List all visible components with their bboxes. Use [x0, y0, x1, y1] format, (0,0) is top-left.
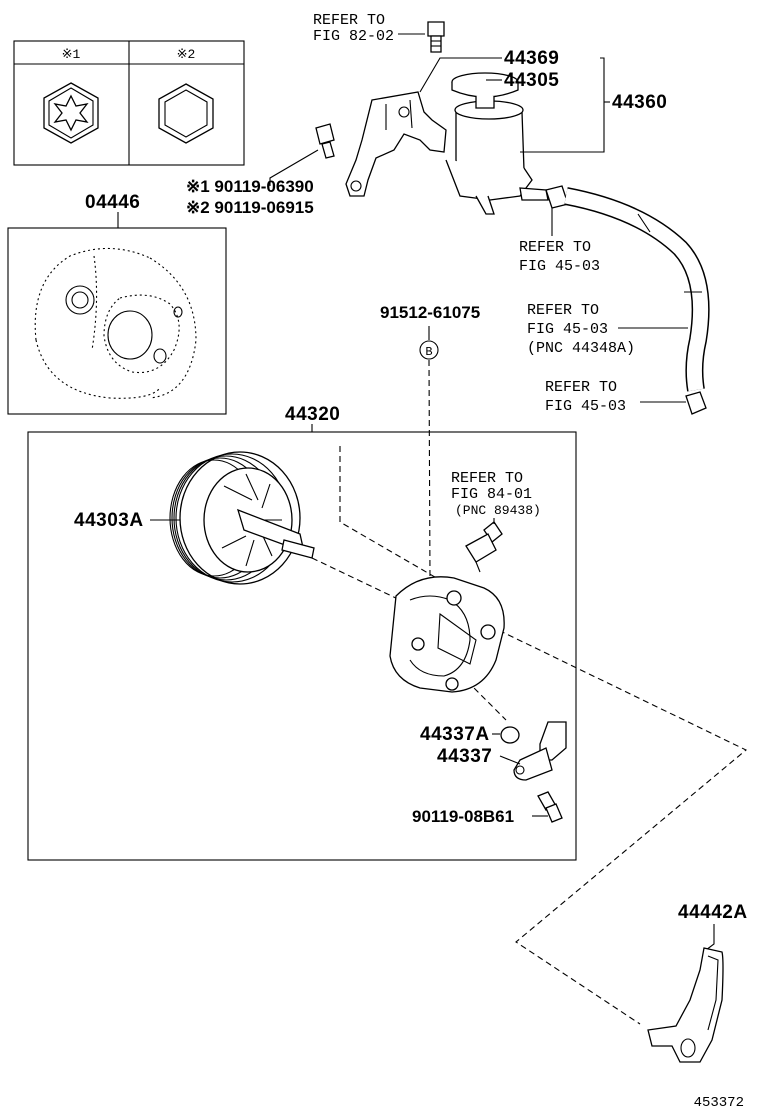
refer-line-3: (PNC 44348A): [527, 340, 635, 357]
refer-line-2: FIG 45-03: [545, 398, 626, 415]
part-44442A-label[interactable]: 44442A: [678, 902, 748, 923]
part-44369-label[interactable]: 44369: [504, 48, 559, 69]
part-44360-label[interactable]: 44360: [612, 92, 667, 113]
gasket-kit-box: [7, 227, 227, 415]
figure-number: 453372: [694, 1095, 744, 1111]
refer-fig-84-01-label[interactable]: REFER TO FIG 84-01 (PNC 89438): [451, 470, 541, 518]
part-44305-label[interactable]: 44305: [504, 70, 559, 91]
refer-line-1: REFER TO: [527, 302, 599, 319]
bolt-head-table: ※1 ※2: [13, 40, 245, 166]
table-col2-label: ※2: [177, 47, 196, 62]
refer-line-1: REFER TO: [451, 470, 523, 487]
union-bolt-icon: [537, 791, 563, 823]
hex-bolt-head-icon: [158, 83, 214, 144]
refer-fig-45-03-c-label[interactable]: REFER TO FIG 45-03: [545, 379, 626, 415]
refer-line-2: FIG 82-02: [313, 28, 394, 45]
pressure-switch: [465, 521, 503, 573]
refer-line-3: (PNC 89438): [455, 503, 541, 518]
part-44320-label[interactable]: 44320: [285, 404, 340, 425]
pump-assembly-box: [27, 431, 577, 861]
reservoir-bolt-icon: [427, 21, 445, 53]
o-ring: [500, 726, 520, 744]
marker-b-circle: B: [419, 340, 439, 360]
refer-line-1: REFER TO: [545, 379, 617, 396]
table-col1-label: ※1: [62, 47, 81, 62]
bracket-bolt-icon: [315, 123, 335, 159]
reservoir-bracket: [345, 91, 447, 197]
refer-fig-82-02-label[interactable]: REFER TO FIG 82-02: [313, 12, 394, 45]
refer-fig-45-03-a-label[interactable]: REFER TO FIG 45-03: [519, 239, 600, 275]
refer-line-2: FIG 84-01: [451, 486, 532, 503]
torx-bolt-head-icon: [43, 82, 99, 144]
pressure-union: [513, 721, 567, 781]
refer-line-2: FIG 45-03: [519, 258, 600, 275]
reservoir-tank: [445, 100, 549, 215]
part-44337A-label[interactable]: 44337A: [420, 724, 490, 745]
part-91512-61075-label[interactable]: 91512-61075: [380, 303, 480, 322]
part-04446-label[interactable]: 04446: [85, 192, 140, 213]
reservoir-cap: [451, 72, 519, 109]
return-hose: [564, 187, 710, 415]
bolt-90119-08B61-label[interactable]: 90119-08B61: [412, 807, 514, 826]
refer-line-2: FIG 45-03: [527, 321, 608, 338]
refer-line-1: REFER TO: [313, 12, 385, 29]
part-44303A-label[interactable]: 44303A: [74, 510, 144, 531]
bolt-90119-06390-label[interactable]: ※1 90119-06390: [186, 177, 314, 196]
pump-pulley: [169, 451, 315, 585]
pump-body: [389, 576, 505, 693]
refer-line-1: REFER TO: [519, 239, 591, 256]
refer-fig-45-03-b-label[interactable]: REFER TO FIG 45-03 (PNC 44348A): [527, 302, 635, 357]
pump-bracket: [647, 947, 724, 1063]
bolt-90119-06915-label[interactable]: ※2 90119-06915: [186, 198, 314, 217]
marker-b-text: B: [425, 345, 432, 359]
part-44337-label[interactable]: 44337: [437, 746, 492, 767]
